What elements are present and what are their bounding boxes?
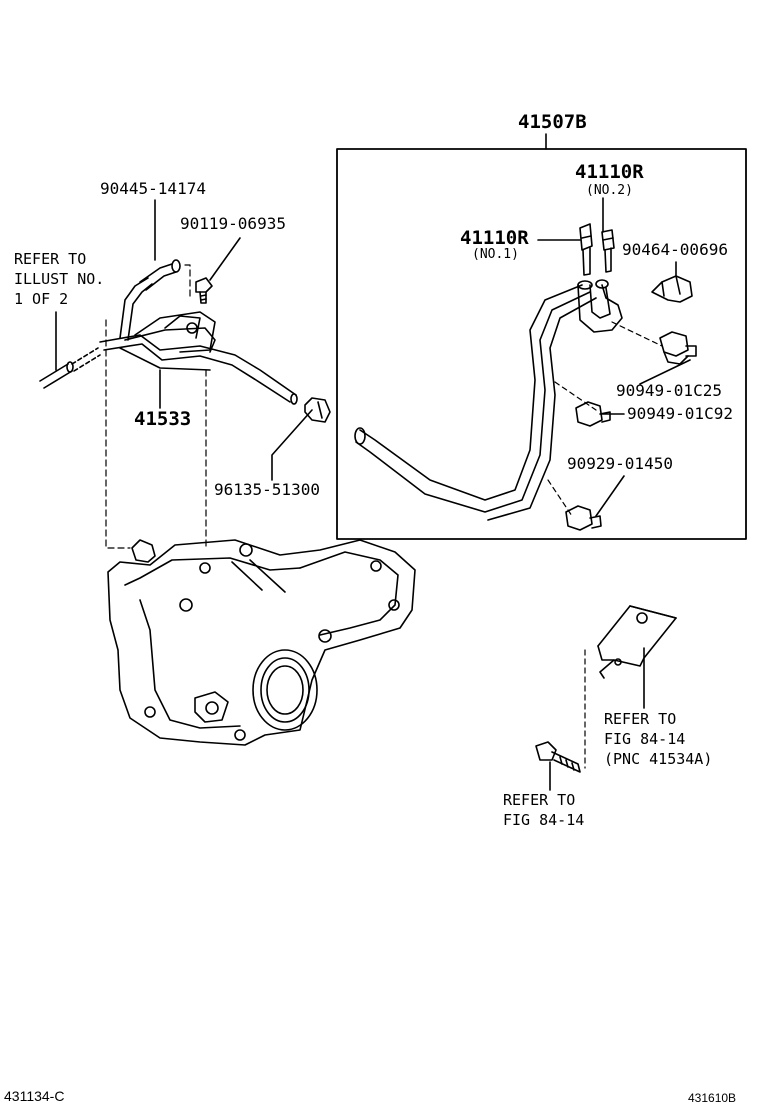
label-refer-illust-3: 1 OF 2 <box>14 290 69 308</box>
clamp-90949-01c92-drawing <box>576 402 610 426</box>
label-41110r-no2-sub: (NO.2) <box>586 183 633 198</box>
leader-90119 <box>210 238 240 280</box>
bolt-bottom-drawing <box>536 742 580 772</box>
bracket-drawing <box>598 606 676 678</box>
bolt-90119-drawing <box>196 278 212 303</box>
label-refer-bolt-2: FIG 84-14 <box>503 811 585 829</box>
breather-hoses-drawing <box>355 224 622 520</box>
label-refer-bracket-2: FIG 84-14 <box>604 730 686 748</box>
clip-90464-drawing <box>652 276 692 302</box>
clamp-90929-drawing <box>566 506 601 530</box>
label-41507b: 41507B <box>518 111 587 133</box>
footer-left-code: 431134-C <box>4 1088 65 1104</box>
pipe-41533-drawing <box>40 260 330 422</box>
label-90119-06935: 90119-06935 <box>180 214 286 233</box>
leader-96135 <box>272 410 312 480</box>
leader-90949-01c25 <box>640 360 690 384</box>
label-90949-01c25: 90949-01C25 <box>616 381 722 400</box>
label-refer-illust-2: ILLUST NO. <box>14 270 105 288</box>
label-41110r-no2: 41110R <box>575 161 644 183</box>
clamp-90949-01c25-drawing <box>660 332 696 364</box>
label-96135-51300: 96135-51300 <box>214 480 320 499</box>
label-41110r-no1-sub: (NO.1) <box>472 247 519 262</box>
footer-right-code: 431610B <box>688 1091 737 1105</box>
label-refer-bracket-1: REFER TO <box>604 710 677 728</box>
label-90949-01c92: 90949-01C92 <box>627 404 733 423</box>
label-90464-00696: 90464-00696 <box>622 240 728 259</box>
assembly-box <box>337 149 746 539</box>
label-90445-14174: 90445-14174 <box>100 179 206 198</box>
label-refer-bolt-1: REFER TO <box>503 791 576 809</box>
label-refer-illust-1: REFER TO <box>14 250 87 268</box>
label-90929-01450: 90929-01450 <box>567 454 673 473</box>
label-41533: 41533 <box>134 408 192 430</box>
transfer-case-drawing <box>108 540 415 745</box>
leader-90929 <box>596 476 624 516</box>
label-41110r-no1: 41110R <box>460 227 529 249</box>
label-refer-bracket-3: (PNC 41534A) <box>604 750 713 768</box>
